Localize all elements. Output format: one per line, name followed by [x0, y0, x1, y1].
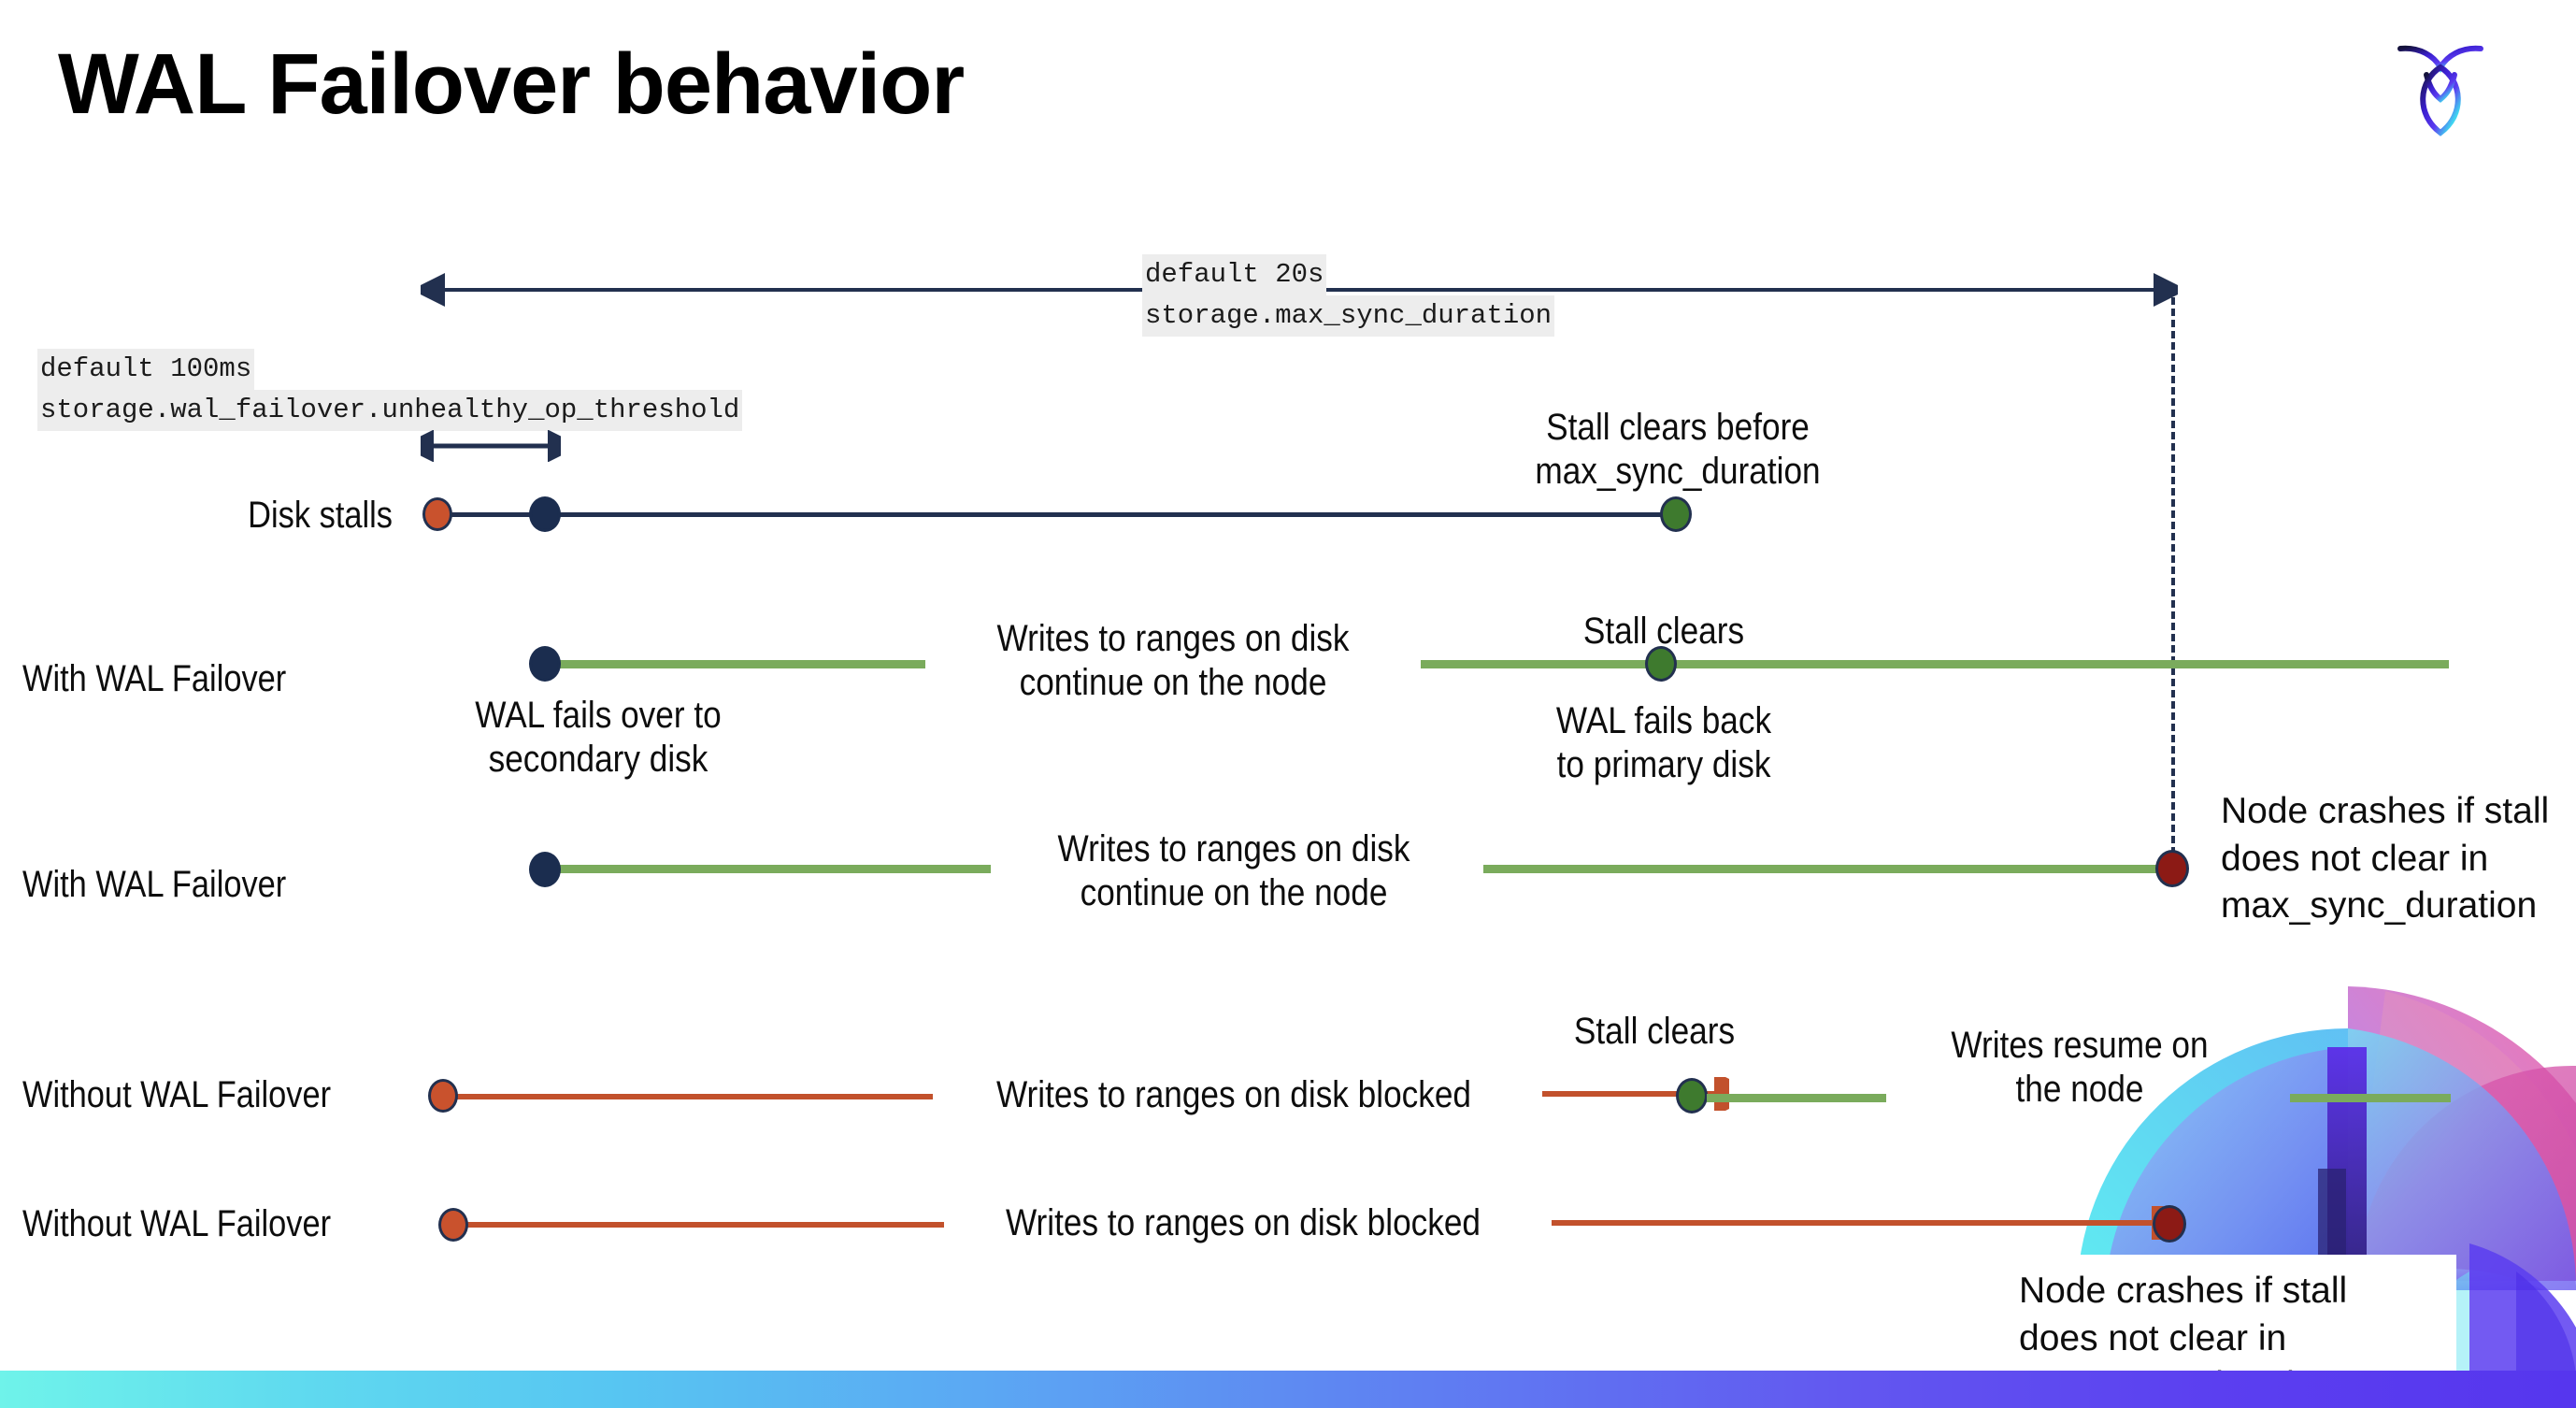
with-failover-2-segment-right [1483, 865, 2177, 873]
cockroach-labs-logo [2389, 28, 2492, 145]
wal-fails-back-note: WAL fails back to primary disk [1540, 699, 1787, 787]
stall-clears-note-row4: Stall clears [1523, 1010, 1786, 1054]
note-line-1: Writes to ranges on disk blocked [1005, 1202, 1481, 1243]
unhealthy-op-default-text: default 100ms [37, 349, 255, 391]
without-failover-2-blocked-arrow [1552, 1200, 2197, 1245]
wal-failover-start-dot-row3 [529, 852, 561, 887]
note-line-1: Writes to ranges on disk [996, 618, 1350, 659]
disk-stall-start-dot-row5 [438, 1208, 468, 1242]
disk-stalls-timeline-segment [436, 512, 1675, 517]
max-sync-setting-text: storage.max_sync_duration [1142, 295, 1555, 338]
disk-stall-clear-dot [1660, 496, 1692, 532]
disk-stall-start-dot [422, 497, 452, 531]
note-line-1: Stall clears [1573, 1011, 1736, 1052]
bottom-gradient-bar [0, 1371, 2576, 1408]
note-line-2: the node [2015, 1069, 2144, 1111]
writes-continue-note-row3: Writes to ranges on disk continue on the… [1024, 827, 1444, 915]
with-failover-1-segment-right [1421, 660, 2449, 668]
note-line-3: max_sync_duration [2221, 885, 2538, 927]
note-line-1: Stall clears before [1546, 407, 1810, 448]
note-line-2: does not clear in [2019, 1317, 2287, 1358]
writes-continue-note-row2: Writes to ranges on disk continue on the… [964, 617, 1383, 705]
node-crashes-note-row3: Node crashes if stall does not clear in … [2221, 788, 2576, 930]
note-line-2: secondary disk [488, 739, 708, 781]
row-label-disk-stalls: Disk stalls [248, 495, 393, 536]
unhealthy-op-threshold-arrow [401, 429, 580, 463]
writes-resume-note-row4: Writes resume on the node [1927, 1024, 2232, 1112]
note-line-1: Writes to ranges on disk blocked [995, 1074, 1472, 1115]
note-line-1: Writes resume on [1951, 1025, 2209, 1066]
note-line-2: does not clear in [2221, 838, 2489, 879]
note-line-2: continue on the node [1080, 872, 1388, 914]
stall-clears-dot-row4 [1676, 1078, 1708, 1113]
writes-blocked-note-row4: Writes to ranges on disk blocked [979, 1073, 1489, 1117]
without-failover-1-resume-segment-b [2290, 1094, 2451, 1102]
with-failover-1-segment-left [542, 660, 925, 668]
without-failover-1-blocked-segment-left [447, 1094, 933, 1099]
page-title: WAL Failover behavior [58, 36, 965, 132]
wal-failover-start-dot-row2 [529, 646, 561, 682]
wal-failover-trigger-dot-row1 [529, 496, 561, 532]
note-line-2: continue on the node [1019, 662, 1327, 704]
note-line-1: WAL fails over to [475, 695, 722, 736]
writes-blocked-note-row5: Writes to ranges on disk blocked [988, 1201, 1498, 1245]
note-line-1: Writes to ranges on disk [1057, 828, 1410, 869]
node-crash-dot-row5 [2153, 1205, 2186, 1243]
node-crash-dot-row3 [2155, 850, 2189, 887]
note-line-1: WAL fails back [1555, 700, 1772, 741]
max-sync-default-text: default 20s [1142, 254, 1327, 296]
without-failover-2-blocked-segment-left [458, 1222, 944, 1228]
stall-clears-dot-row2 [1645, 646, 1677, 682]
max-sync-duration-guide-line [2171, 297, 2179, 877]
without-failover-1-resume-segment-a [1707, 1094, 1886, 1102]
unhealthy-op-threshold-annotation: default 100ms storage.wal_failover.unhea… [37, 349, 743, 432]
unhealthy-op-setting-text: storage.wal_failover.unhealthy_op_thresh… [37, 390, 743, 432]
row-label-without-wal-failover-1: Without WAL Failover [22, 1074, 332, 1115]
note-line-2: to primary disk [1556, 744, 1771, 786]
row-label-with-wal-failover-1: With WAL Failover [22, 658, 287, 699]
note-line-1: Node crashes if stall [2221, 791, 2550, 831]
note-line-2: max_sync_duration [1535, 451, 1821, 493]
stall-clears-note-row2: Stall clears [1553, 610, 1775, 654]
disk-stall-start-dot-row4 [428, 1079, 458, 1113]
row-label-without-wal-failover-2: Without WAL Failover [22, 1203, 332, 1244]
row-label-with-wal-failover-2: With WAL Failover [22, 864, 287, 905]
with-failover-2-segment-left [542, 865, 991, 873]
stall-clears-before-max-sync-note: Stall clears before max_sync_duration [1517, 406, 1838, 494]
note-line-1: Node crashes if stall [2019, 1271, 2348, 1311]
max-sync-duration-annotation: default 20s storage.max_sync_duration [1142, 254, 1555, 338]
wal-fails-over-note: WAL fails over to secondary disk [458, 694, 737, 782]
note-line-1: Stall clears [1582, 611, 1745, 652]
